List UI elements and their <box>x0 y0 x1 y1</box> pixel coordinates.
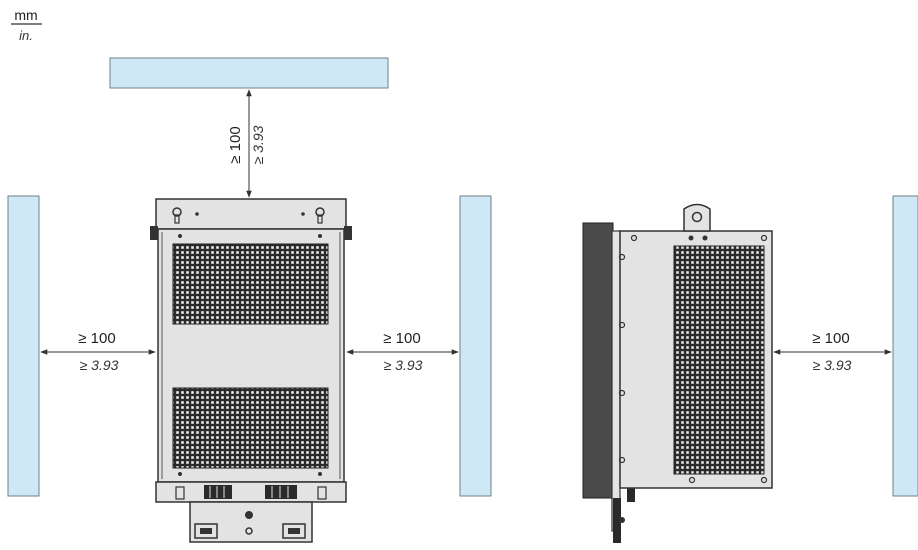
mounting-plate <box>582 222 614 499</box>
lower-vent-grille <box>172 387 329 469</box>
upper-vent-grille <box>172 243 329 325</box>
right-clearance-in: ≥ 3.93 <box>384 357 423 373</box>
front-view-device <box>150 198 352 543</box>
side-clearance-mm: ≥ 100 <box>812 330 849 347</box>
left-clearance-in: ≥ 3.93 <box>80 357 119 373</box>
side-flange <box>611 230 621 532</box>
right-wall <box>459 195 492 497</box>
top-clearance-label-in: ≥ 3.93 <box>250 125 266 164</box>
connector-box <box>189 501 313 543</box>
connector-port-left <box>194 523 218 539</box>
units-legend: mm in. <box>11 7 42 43</box>
lifting-hole-icon <box>691 211 703 223</box>
left-clearance-mm: ≥ 100 <box>78 330 115 347</box>
screw-icon <box>619 517 625 523</box>
top-wall <box>109 57 389 89</box>
left-ear <box>150 226 158 240</box>
terminal-block-right <box>265 485 297 499</box>
unit-mm: mm <box>14 7 37 23</box>
screw-icon <box>301 212 305 216</box>
top-mounting-bracket <box>155 198 347 230</box>
connector-port-right <box>282 523 306 539</box>
side-connector <box>627 488 635 502</box>
terminal-block-left <box>204 485 232 499</box>
side-view-wall <box>892 195 918 497</box>
side-view-device <box>582 203 773 543</box>
unit-inch: in. <box>19 28 33 43</box>
walls <box>7 57 918 497</box>
top-clearance-label: ≥ 100 <box>227 126 244 163</box>
side-clearance-in: ≥ 3.93 <box>813 357 852 373</box>
screw-icon <box>178 234 182 238</box>
keyhole-icon <box>172 207 182 224</box>
side-terminal <box>613 498 621 543</box>
top-clearance-in: ≥ 3.93 <box>250 125 266 164</box>
side-vent-grille <box>673 245 765 475</box>
dimension-lines <box>40 89 892 355</box>
lifting-tab <box>683 203 711 232</box>
keyhole-icon <box>315 207 325 224</box>
top-clearance-mm: ≥ 100 <box>227 126 244 163</box>
right-ear <box>344 226 352 240</box>
screw-icon <box>318 234 322 238</box>
grounding-icon <box>245 511 253 519</box>
screw-icon <box>318 472 322 476</box>
left-wall <box>7 195 40 497</box>
screw-icon <box>195 212 199 216</box>
right-clearance-mm: ≥ 100 <box>383 330 420 347</box>
screw-icon <box>178 472 182 476</box>
